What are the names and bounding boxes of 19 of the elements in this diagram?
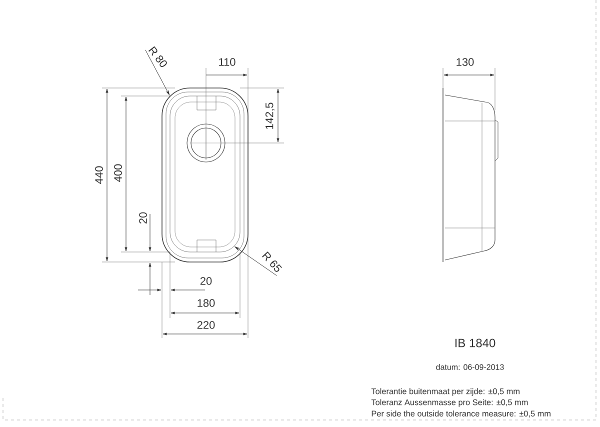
dimension-label: 180 (198, 299, 215, 307)
leader-line (145, 50, 170, 96)
model-title: IB 1840 (455, 338, 496, 348)
dimension-label: 110 (219, 58, 236, 66)
dimension-label: 440 (95, 166, 103, 184)
dimension-label: 130 (456, 58, 474, 66)
tolerance-note: Toleranz Aussenmasse pro Seite: ±0,5 mm (371, 399, 528, 407)
dimension-label: 142,5 (265, 102, 275, 129)
tolerance-note: Tolerantie buitenmaat per zijde: ±0,5 mm (371, 388, 520, 396)
dimension-label: 20 (200, 277, 212, 285)
dimension-label: 220 (197, 321, 215, 329)
date-note: datum: 06-09-2013 (436, 364, 504, 370)
radius-label: R 80 (148, 46, 167, 68)
tolerance-note: Per side the outside tolerance measure: ±0,5 mm (372, 410, 550, 418)
dimension-label: 20 (139, 212, 147, 224)
sink-top-view-drawing (162, 88, 248, 262)
radius-label: R 65 (262, 252, 282, 272)
dimension-label: 400 (114, 164, 122, 182)
leader-line (234, 246, 277, 276)
